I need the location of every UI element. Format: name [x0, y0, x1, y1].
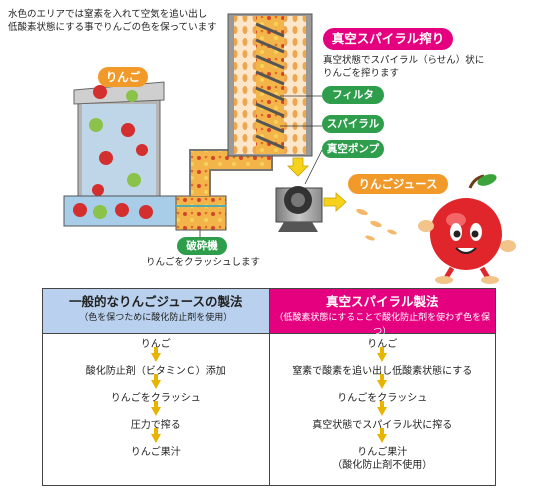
comparison-table: 一般的なりんごジュースの製法 （色を保つために酸化防止剤を使用） りんご 酸化防…: [42, 288, 496, 486]
vacuum-spiral-method-column: 真空スパイラル製法 （低酸素状態にすることで酸化防止剤を使わず色を保つ） りんご…: [269, 289, 495, 485]
apple-label: りんご: [98, 67, 148, 87]
down-arrow-icon: [377, 374, 388, 389]
vacuum-step-3: りんごをクラッシュ: [337, 393, 428, 404]
conventional-method-column: 一般的なりんごジュースの製法 （色を保つために酸化防止剤を使用） りんご 酸化防…: [43, 289, 270, 485]
conventional-step-3: りんごをクラッシュ: [110, 393, 201, 404]
spiral-press: [227, 13, 313, 157]
down-arrow-icon: [377, 428, 388, 443]
down-arrow-icon: [150, 428, 161, 443]
vacuum-pump-label: 真空ポンプ: [322, 140, 384, 158]
down-arrow-icon: [377, 347, 388, 362]
conventional-method-header: 一般的なりんごジュースの製法 （色を保つために酸化防止剤を使用）: [43, 289, 269, 334]
vacuum-step-2: 窒素で酸素を追い出し低酸素状態にする: [292, 366, 473, 377]
conventional-step-2: 酸化防止剤（ビタミンＣ）添加: [85, 366, 226, 377]
vacuum-spiral-method-header: 真空スパイラル製法 （低酸素状態にすることで酸化防止剤を使わず色を保つ）: [269, 289, 495, 337]
vacuum-spiral-desc: 真空状態でスパイラル（らせん）状に りんごを搾ります: [323, 54, 484, 80]
vacuum-spiral-title: 真空スパイラル搾り: [323, 28, 453, 50]
top-note: 水色のエリアでは窒素を入れて空気を追い出し 低酸素状態にする事でりんごの色を保っ…: [8, 8, 217, 34]
crusher-desc: りんごをクラッシュします: [146, 257, 261, 268]
down-arrow-icon: [150, 401, 161, 416]
vacuum-step-5: りんご果汁: [357, 447, 408, 458]
top-note-line-2: 低酸素状態にする事でりんごの色を保っています: [8, 22, 217, 33]
crusher: [175, 195, 227, 231]
conventional-step-4: 圧力で搾る: [130, 420, 181, 431]
vacuum-desc-line-2: りんごを搾ります: [323, 68, 400, 79]
down-arrow-icon: [150, 347, 161, 362]
apple-mascot-icon: [418, 174, 516, 284]
crusher-label: 破砕機: [177, 237, 227, 255]
vacuum-desc-line-1: 真空状態でスパイラル（らせん）状に: [323, 55, 485, 66]
conventional-step-1: りんご: [140, 339, 171, 350]
conventional-step-5: りんご果汁: [130, 447, 181, 458]
vacuum-step-1: りんご: [367, 339, 398, 350]
filter-label: フィルタ: [322, 86, 384, 104]
apple-juice-label: りんごジュース: [348, 174, 448, 194]
vacuum-spiral-method-subtitle: （低酸素状態にすることで酸化防止剤を使わず色を保つ）: [274, 313, 491, 337]
down-arrow-icon: [150, 374, 161, 389]
vacuum-pump: [275, 186, 323, 232]
down-arrow-icon: [377, 401, 388, 416]
spiral-label: スパイラル: [322, 115, 384, 133]
conventional-method-subtitle: （色を保つために酸化防止剤を使用）: [79, 313, 233, 323]
conventional-method-title: 一般的なりんごジュースの製法: [68, 294, 243, 309]
juicer-illustration: [63, 13, 516, 284]
vacuum-spiral-method-title: 真空スパイラル製法: [325, 294, 439, 309]
conveyor: [63, 195, 177, 227]
top-note-line-1: 水色のエリアでは窒素を入れて空気を追い出し: [8, 9, 208, 20]
vacuum-step-4: 真空状態でスパイラル状に搾る: [312, 420, 453, 431]
vacuum-step-5-note: （酸化防止剤不使用）: [332, 460, 433, 471]
